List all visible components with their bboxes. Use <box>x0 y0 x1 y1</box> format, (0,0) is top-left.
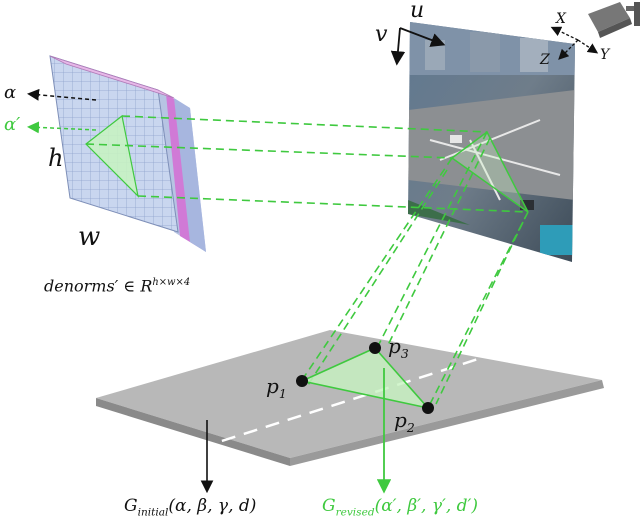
point-p2 <box>422 402 434 414</box>
g-initial-subscript: initial <box>138 506 169 518</box>
y-label: Y <box>600 48 609 62</box>
z-label: Z <box>540 53 550 67</box>
denorms-superscript: h×w×4 <box>152 277 190 288</box>
point-p3 <box>369 342 381 354</box>
g-revised-args: (α′, β′, γ′, d′) <box>375 496 478 516</box>
y-axis-arrow <box>578 40 596 52</box>
p1-subscript: 1 <box>279 386 287 401</box>
alpha-label: α <box>4 84 16 102</box>
g-initial-label: Ginitial(α, β, γ, d) <box>124 498 256 518</box>
g-revised-label: Grevised(α′, β′, γ′, d′) <box>322 498 478 518</box>
denorms-text: denorms′ ∈ R <box>44 276 152 295</box>
g-initial-args: (α, β, γ, d) <box>168 496 256 516</box>
camera-image <box>405 20 580 262</box>
u-label: u <box>410 0 424 22</box>
p3-subscript: 3 <box>401 346 409 361</box>
p3-text: p <box>388 334 401 358</box>
g-initial-main: G <box>124 496 138 516</box>
v-axis-arrow <box>397 28 400 62</box>
denorms-tensor <box>50 56 206 252</box>
p2-text: p <box>394 408 407 432</box>
point-p1 <box>296 375 308 387</box>
road-plane <box>96 330 604 466</box>
p1-label: p1 <box>266 376 287 400</box>
alpha-prime-label: α′ <box>4 116 20 134</box>
denorms-label: denorms′ ∈ Rh×w×4 <box>44 278 190 294</box>
g-revised-main: G <box>322 496 336 516</box>
p2-subscript: 2 <box>407 420 415 435</box>
x-axis-arrow <box>553 28 578 40</box>
p1-text: p <box>266 374 279 398</box>
x-label: X <box>556 12 566 26</box>
w-label: w <box>78 224 100 250</box>
p2-label: p2 <box>394 410 415 434</box>
h-label: h <box>48 146 63 170</box>
road-surface <box>96 330 602 458</box>
g-revised-subscript: revised <box>336 506 375 518</box>
v-label: v <box>375 24 387 46</box>
p3-label: p3 <box>388 336 409 360</box>
cctv-camera-icon <box>588 2 640 38</box>
